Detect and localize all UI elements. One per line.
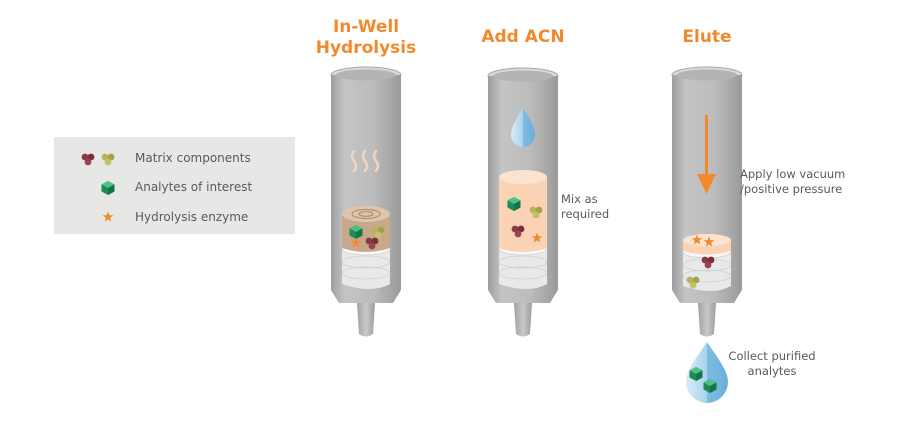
matrix-cluster-icon (81, 153, 115, 166)
step-title-hydrolysis-line2: Hydrolysis (315, 38, 417, 58)
heat-waves-icon (350, 149, 380, 173)
legend-label-matrix: Matrix components (135, 151, 251, 165)
down-arrow-icon (697, 115, 716, 194)
green-cube-icon (101, 181, 115, 195)
orange-star-icon (102, 211, 114, 222)
step-title-add-acn: Add ACN (481, 27, 565, 47)
step-title-elute: Elute (682, 27, 732, 47)
collected-drop-icon (686, 342, 728, 403)
legend-icons (81, 153, 115, 222)
vacuum-note-line2: /positive pressure (740, 182, 843, 196)
vacuum-note: Apply low vacuum /positive pressure (740, 167, 845, 197)
legend-label-enzyme: Hydrolysis enzyme (135, 210, 249, 224)
acn-drop-icon (511, 108, 535, 147)
tube-hydrolysis (330, 66, 402, 337)
step-title-hydrolysis: In-Well Hydrolysis (311, 17, 421, 59)
mix-note: Mix as required (561, 192, 609, 222)
tube-add-acn (487, 67, 559, 337)
legend: Matrix components Analytes of interest H… (54, 137, 295, 234)
collect-note-line2: analytes (747, 364, 797, 378)
step-title-hydrolysis-line1: In-Well (332, 17, 400, 37)
collect-note-line1: Collect purified (728, 349, 816, 363)
tube-elute (671, 66, 743, 337)
vacuum-note-line1: Apply low vacuum (740, 167, 846, 181)
mix-note-line1: Mix as (561, 192, 598, 206)
mix-note-line2: required (561, 207, 610, 221)
collect-note: Collect purified analytes (726, 349, 818, 379)
legend-label-analytes: Analytes of interest (135, 180, 253, 194)
